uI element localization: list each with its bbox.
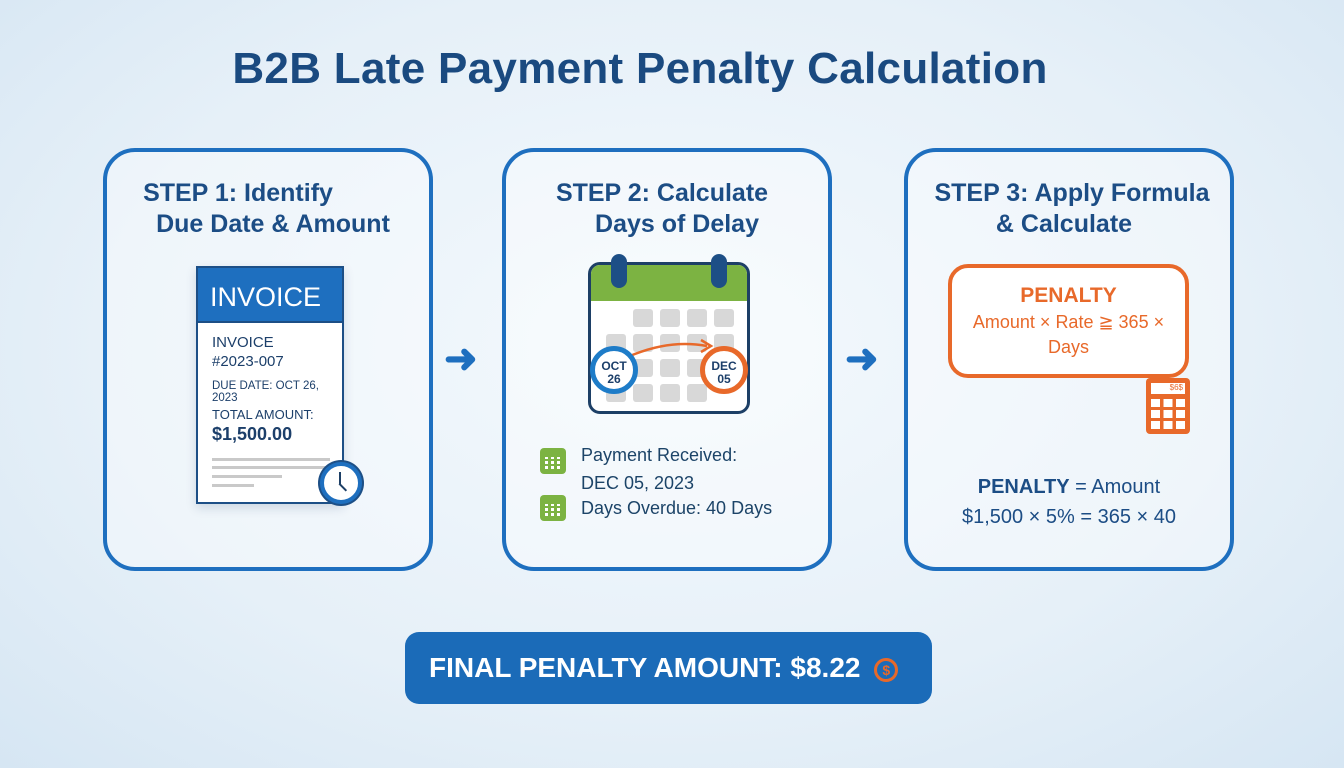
penalty-formula-box: PENALTY Amount × Rate ≧ 365 × Days — [948, 264, 1189, 378]
formula-label: PENALTY — [1020, 284, 1117, 307]
page-title: B2B Late Payment Penalty Calculation — [232, 44, 1048, 93]
step-3-title: STEP 3: Apply Formula& Calculate — [934, 179, 1210, 238]
calendar-small-icon — [540, 495, 566, 521]
text-line — [212, 475, 282, 478]
arrow-right-icon: ➜ — [845, 337, 879, 381]
text-line — [212, 466, 330, 469]
invoice-label: INVOICE — [212, 334, 274, 351]
formula-line: Amount × Rate ≧ 365 × — [972, 312, 1165, 332]
calendar-ring — [711, 254, 727, 288]
final-penalty-banner: FINAL PENALTY AMOUNT: $8.22 $ — [405, 632, 932, 704]
calendar-small-icon — [540, 448, 566, 474]
payment-received: Payment Received:DEC 05, 2023 — [581, 445, 738, 493]
due-date: DUE DATE: OCT 26, 2023 — [212, 380, 319, 404]
calculator-icon: $6$ — [1146, 378, 1190, 434]
text-line — [212, 484, 254, 487]
days-overdue: Days Overdue: 40 Days — [581, 498, 773, 518]
total-label: TOTAL AMOUNT: — [212, 407, 314, 422]
dollar-coin-icon: $ — [874, 657, 899, 682]
invoice-document: INVOICE INVOICE #2023-007 DUE DATE: OCT … — [196, 266, 344, 504]
formula-line: Days — [1047, 337, 1089, 357]
delay-arrow — [629, 338, 714, 358]
text-line — [212, 458, 330, 461]
calendar-ring — [611, 254, 627, 288]
clock-icon — [320, 462, 362, 504]
invoice-header: INVOICE — [198, 268, 342, 323]
arrow-right-icon: ➜ — [444, 337, 478, 381]
total-amount: $1,500.00 — [212, 424, 293, 444]
invoice-number: #2023-007 — [212, 353, 284, 370]
penalty-result: PENALTY = Amount $1,500 × 5% = 365 × 40 — [961, 476, 1177, 528]
